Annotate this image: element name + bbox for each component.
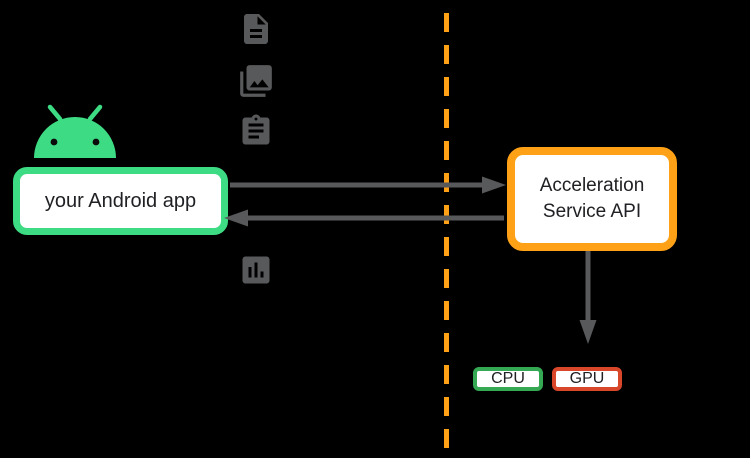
clipboard-task-icon xyxy=(238,113,274,149)
bar-chart-icon xyxy=(238,252,274,288)
acceleration-service-api-box: Acceleration Service API xyxy=(507,147,677,251)
acceleration-service-api-label: Acceleration Service API xyxy=(539,175,645,222)
arrow-api-to-app xyxy=(224,209,504,227)
photo-library-icon xyxy=(237,62,275,100)
cpu-label: CPU xyxy=(491,370,525,387)
cpu-box: CPU xyxy=(473,367,543,391)
android-app-label: your Android app xyxy=(44,189,197,212)
android-robot-icon xyxy=(30,103,120,158)
arrow-app-to-api xyxy=(230,176,506,194)
document-file-icon xyxy=(238,11,274,47)
gpu-label: GPU xyxy=(569,370,605,387)
gpu-box: GPU xyxy=(552,367,622,391)
arrow-api-to-hardware xyxy=(579,251,597,344)
android-app-box: your Android app xyxy=(13,167,228,235)
